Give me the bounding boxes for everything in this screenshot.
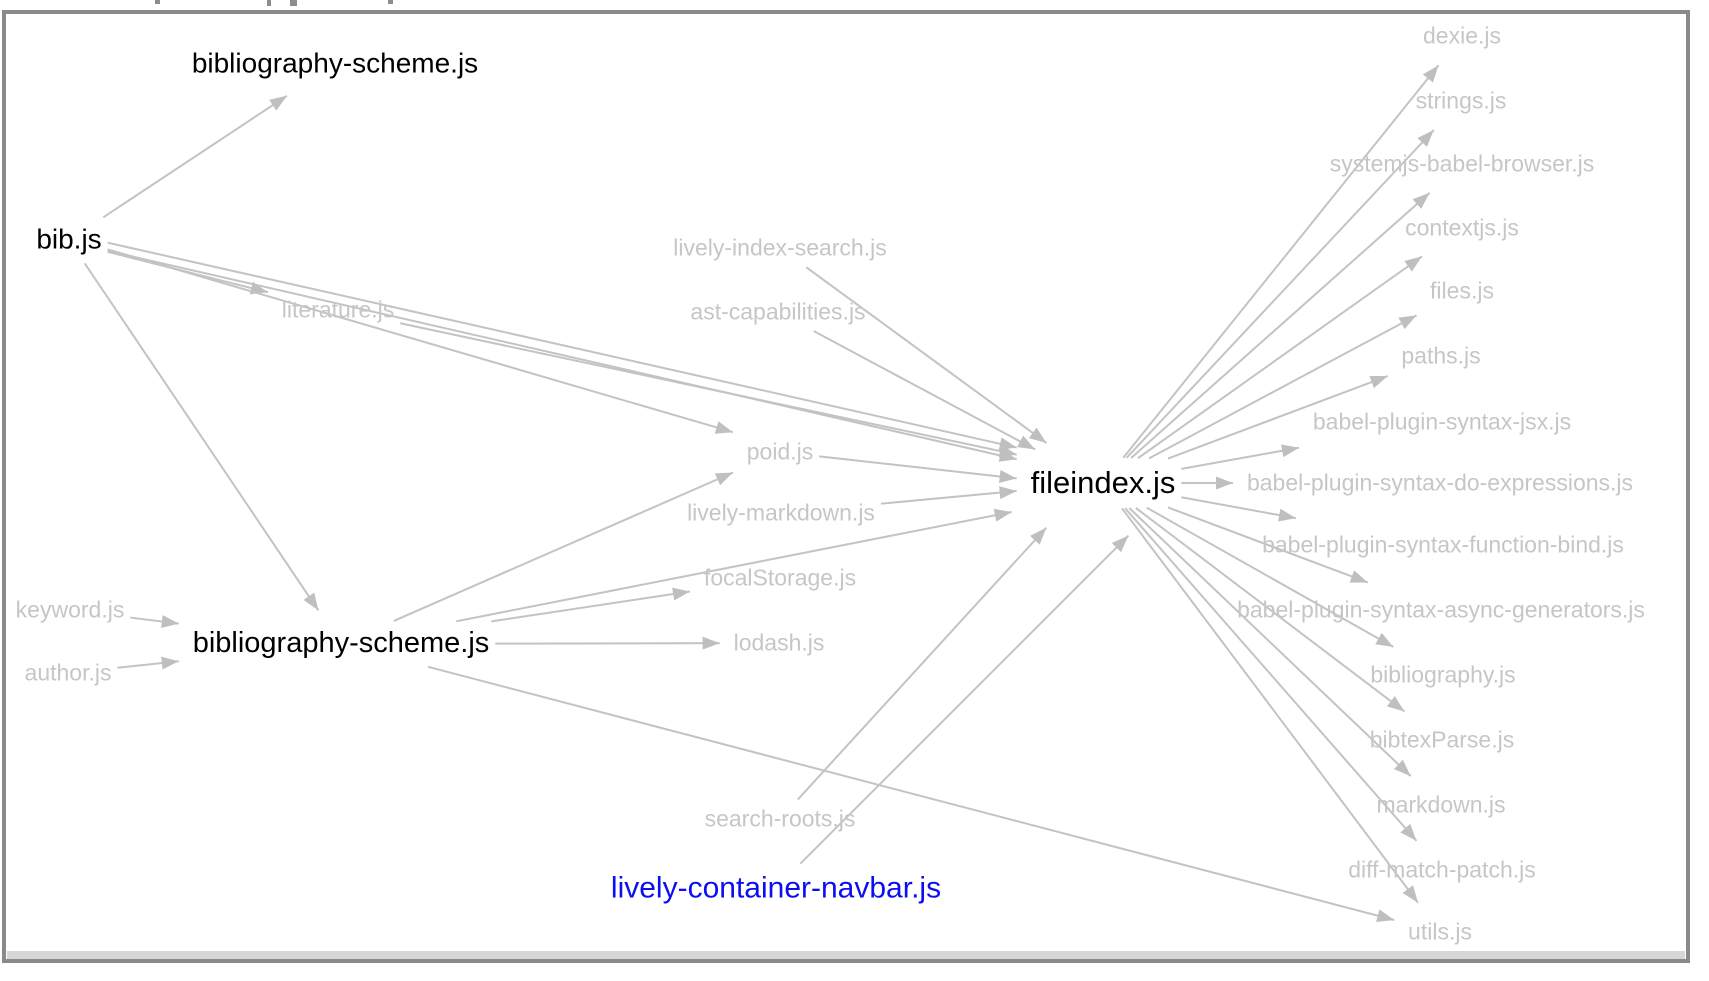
clipped-text-fragment	[388, 0, 393, 4]
node-files[interactable]: files.js	[1430, 277, 1494, 304]
node-bibliography-scheme-top[interactable]: bibliography-scheme.js	[191, 47, 479, 79]
node-diff-match-patch[interactable]: diff-match-patch.js	[1348, 856, 1536, 883]
node-babel-plugin-syntax-jsx[interactable]: babel-plugin-syntax-jsx.js	[1312, 408, 1572, 435]
node-babel-plugin-syntax-function-bind[interactable]: babel-plugin-syntax-function-bind.js	[1262, 531, 1624, 558]
node-babel-plugin-syntax-do-expressions[interactable]: babel-plugin-syntax-do-expressions.js	[1246, 469, 1634, 496]
node-fileindex[interactable]: fileindex.js	[1030, 464, 1176, 500]
node-literature[interactable]: literature.js	[281, 296, 395, 323]
node-focalStorage[interactable]: focalStorage.js	[703, 564, 857, 591]
node-bib[interactable]: bib.js	[36, 223, 102, 255]
node-lively-container-navbar[interactable]: lively-container-navbar.js	[610, 871, 942, 905]
node-lively-markdown[interactable]: lively-markdown.js	[687, 499, 875, 526]
node-search-roots[interactable]: search-roots.js	[704, 805, 856, 832]
clipped-text-fragment	[155, 0, 160, 4]
node-markdown[interactable]: markdown.js	[1376, 791, 1506, 818]
node-ast-capabilities[interactable]: ast-capabilities.js	[690, 298, 866, 325]
node-strings[interactable]: strings.js	[1415, 87, 1507, 114]
node-keyword[interactable]: keyword.js	[15, 596, 125, 623]
node-contextjs[interactable]: contextjs.js	[1405, 214, 1519, 241]
node-utils[interactable]: utils.js	[1408, 918, 1472, 945]
node-babel-plugin-syntax-async-generators[interactable]: babel-plugin-syntax-async-generators.js	[1237, 596, 1645, 623]
node-poid[interactable]: poid.js	[746, 438, 814, 465]
node-paths[interactable]: paths.js	[1401, 342, 1481, 369]
clipped-text-fragment	[267, 0, 271, 6]
node-systemjs-babel-browser[interactable]: systemjs-babel-browser.js	[1329, 150, 1595, 177]
node-lodash[interactable]: lodash.js	[733, 629, 825, 656]
node-dexie[interactable]: dexie.js	[1423, 22, 1501, 49]
node-author[interactable]: author.js	[24, 659, 112, 686]
node-lively-index-search[interactable]: lively-index-search.js	[673, 234, 887, 261]
horizontal-scrollbar[interactable]	[7, 951, 1685, 959]
clipped-text-fragment	[290, 0, 297, 6]
node-bibtexParse[interactable]: bibtexParse.js	[1369, 726, 1515, 753]
node-bibliography[interactable]: bibliography.js	[1370, 661, 1516, 688]
node-bibliography-scheme-bottom[interactable]: bibliography-scheme.js	[192, 627, 490, 660]
